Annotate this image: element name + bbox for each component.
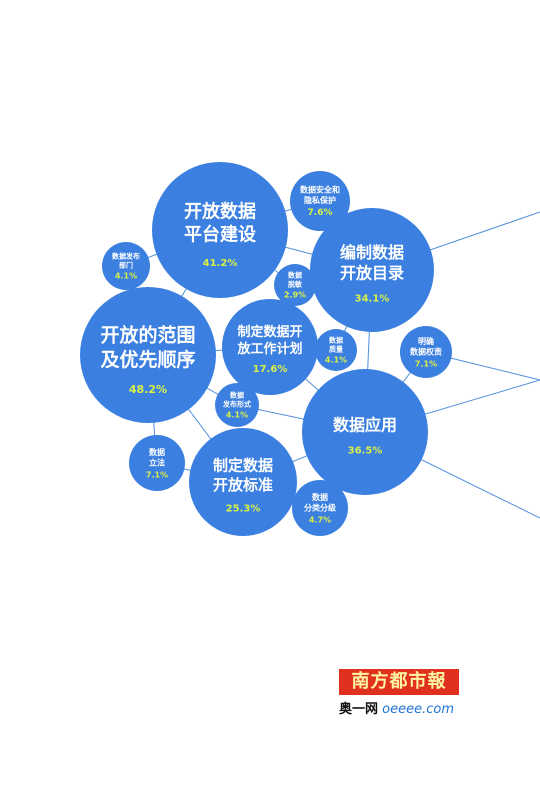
bubble-label-form-0: 数据	[230, 390, 244, 399]
bubble-label-department-1: 部门	[119, 260, 133, 269]
bubble-circle-catalog	[310, 208, 434, 332]
bubble-circle-platform	[152, 162, 288, 298]
bubble-application: 数据应用 36.5%	[302, 369, 428, 495]
bubble-circle-law	[129, 435, 185, 491]
bubble-circle-form	[215, 383, 259, 427]
bubble-value-form: 4.1%	[226, 410, 248, 419]
bubble-circle-sensitive	[274, 264, 316, 306]
logo-title: 南方都市報	[339, 669, 459, 695]
bubble-value-classify: 4.7%	[309, 516, 331, 525]
bubble-label-plan-1: 放工作计划	[236, 341, 302, 357]
bubble-value-standard: 25.3%	[226, 503, 261, 514]
publisher-logo: 南方都市報 奥一网 oeeee.com	[339, 669, 459, 717]
logo-url: oeeee.com	[382, 702, 454, 717]
bubble-label-scope-1: 及优先顺序	[100, 348, 195, 371]
bubble-label-scope-0: 开放的范围	[100, 324, 195, 347]
bubble-label-form-1: 发布形式	[222, 399, 251, 408]
bubble-label-sensitive-0: 数据	[288, 270, 302, 279]
bubble-label-law-1: 立法	[149, 457, 165, 467]
bubble-value-department: 4.1%	[115, 271, 137, 280]
bubble-value-plan: 17.6%	[253, 364, 288, 375]
bubble-circle-standard	[189, 428, 297, 536]
bubble-label-catalog-0: 编制数据	[340, 243, 404, 262]
bubble-label-classify-1: 分类分级	[304, 502, 337, 512]
bubble-value-quality: 4.1%	[325, 355, 347, 364]
bubble-circle-quality	[315, 329, 357, 371]
logo-subtitle-row: 奥一网 oeeee.com	[339, 698, 459, 717]
bubble-value-scope: 48.2%	[129, 383, 167, 396]
bubble-label-standard-1: 开放标准	[213, 476, 273, 494]
bubble-label-quality-0: 数据	[329, 335, 343, 344]
bubble-value-rights: 7.1%	[415, 360, 437, 369]
bubble-label-quality-1: 质量	[329, 344, 343, 353]
bubble-label-catalog-1: 开放目录	[340, 264, 404, 283]
bubble-circle-security	[290, 171, 350, 231]
bubble-value-security: 7.6%	[308, 208, 333, 218]
bubble-circle-plan	[222, 299, 318, 395]
bubble-label-security-1: 隐私保护	[304, 195, 336, 205]
logo-subtitle: 奥一网	[339, 702, 379, 717]
bubble-circle-application	[302, 369, 428, 495]
bubble-circle-rights	[400, 326, 452, 378]
bubble-label-rights-0: 明确	[418, 336, 434, 346]
bubble-label-plan-0: 制定数据开	[237, 324, 302, 340]
bubble-value-platform: 41.2%	[203, 258, 238, 269]
bubble-label-platform-1: 平台建设	[184, 224, 256, 246]
bubble-label-classify-0: 数据	[312, 492, 328, 502]
bubble-label-platform-0: 开放数据	[184, 201, 256, 223]
bubble-circle-scope	[80, 287, 216, 423]
bubble-label-department-0: 数据发布	[112, 251, 140, 260]
bubble-circle-department	[102, 242, 150, 290]
bubble-label-rights-1: 数据权责	[410, 346, 442, 356]
bubble-label-sensitive-1: 脱敏	[288, 279, 303, 288]
bubble-label-security-0: 数据安全和	[300, 185, 340, 195]
bubble-value-sensitive: 2.9%	[284, 290, 306, 299]
bubble-value-catalog: 34.1%	[355, 294, 390, 305]
bubble-label-standard-0: 制定数据	[213, 457, 273, 475]
bubble-circle-classify	[292, 480, 348, 536]
bubble-value-application: 36.5%	[348, 445, 383, 456]
bubble-value-law: 7.1%	[146, 471, 168, 480]
bubble-label-law-0: 数据	[149, 447, 165, 457]
bubble-label-application-0: 数据应用	[333, 415, 397, 434]
